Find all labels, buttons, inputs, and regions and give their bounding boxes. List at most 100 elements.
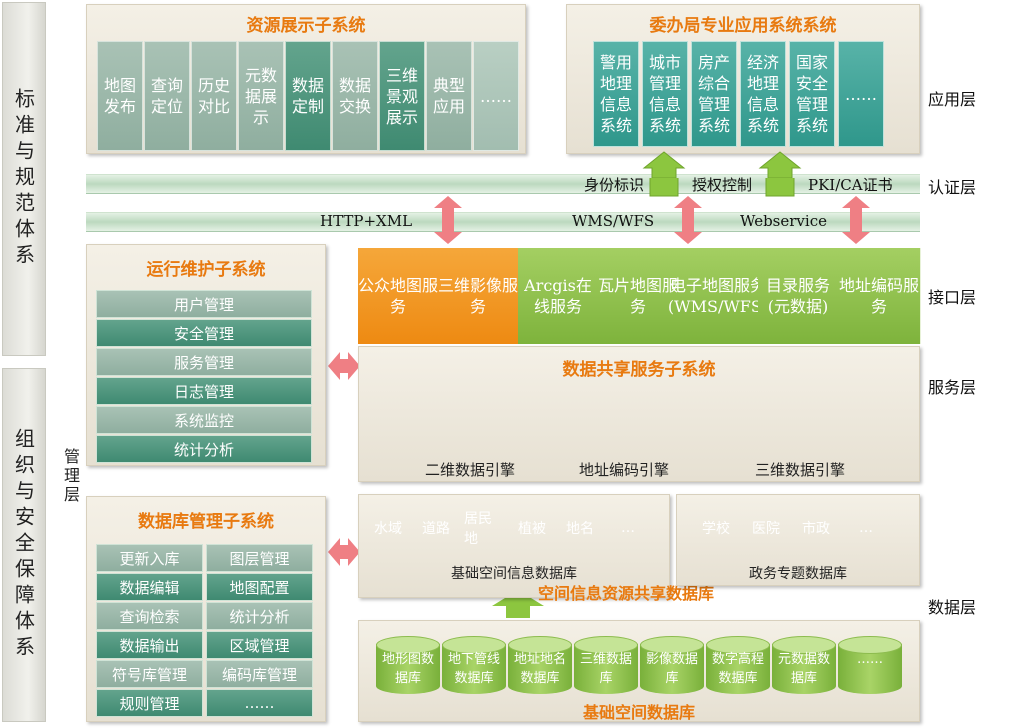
bureau-app-panel: 委办局专业应用系统系统 警用地理信息系统城市管理信息系统房产综合管理系统经济地理… xyxy=(566,4,920,154)
standards-label: 标准与规范体系 xyxy=(11,88,36,270)
database-label: 影像数据库 xyxy=(645,652,698,686)
layer-data: 数据层 xyxy=(928,598,977,617)
dbm-right-item: 统计分析 xyxy=(206,602,313,630)
gov-item: … xyxy=(846,508,886,548)
bureau-tile: 城市管理信息系统 xyxy=(642,41,688,147)
gov-item: 学校 xyxy=(696,508,736,548)
bureau-tile: …… xyxy=(838,41,884,147)
spatial-label: 基础空间信息数据库 xyxy=(451,566,577,582)
management-layer-label: 管理层 xyxy=(61,448,80,505)
dbm-left-item: 规则管理 xyxy=(96,689,203,717)
dbm-left-item: 符号库管理 xyxy=(96,660,203,688)
layer-service: 服务层 xyxy=(928,378,977,397)
service-cell: 地址编码服务 xyxy=(838,248,921,344)
ops-item: 安全管理 xyxy=(96,319,312,347)
database-cylinder: 三维数据库 xyxy=(574,636,638,694)
standards-band: 标准与规范体系 xyxy=(2,2,46,356)
database-cylinder: …… xyxy=(838,636,902,694)
dbm-left-item: 数据输出 xyxy=(96,631,203,659)
resource-tile: 典型应用 xyxy=(426,41,472,151)
dbm-right-item: 地图配置 xyxy=(206,573,313,601)
pink-horizontal-arrow xyxy=(328,352,360,566)
service-cell: 目录服务(元数据) xyxy=(758,248,839,344)
service-cell: 三维影像服务 xyxy=(438,248,519,344)
dbm-right-item: …… xyxy=(206,689,313,717)
service-cell: 瓦片地图服务 xyxy=(598,248,679,344)
resource-tile: 三维景观展示 xyxy=(379,41,425,151)
dbm-left-item: 查询检索 xyxy=(96,602,203,630)
dbm-right-item: 图层管理 xyxy=(206,544,313,572)
spatial-item: 道路 xyxy=(416,508,456,548)
ops-item: 日志管理 xyxy=(96,377,312,405)
database-cylinder: 数字高程数据库 xyxy=(706,636,770,694)
resource-tile: 数据定制 xyxy=(285,41,331,151)
service-cell: 公众地图服务 xyxy=(358,248,439,344)
ops-item: 系统监控 xyxy=(96,406,312,434)
auth-label-id: 身份标识 xyxy=(584,176,645,194)
service-cell: Arcgis在线服务 xyxy=(518,248,599,344)
auth-label-pki: PKI/CA证书 xyxy=(808,176,893,194)
gov-label: 政务专题数据库 xyxy=(749,566,847,582)
database-cylinder: 地下管线数据库 xyxy=(442,636,506,694)
resource-tile: 地图发布 xyxy=(97,41,143,151)
resource-tile: …… xyxy=(473,41,519,151)
gov-item: 医院 xyxy=(746,508,786,548)
database-label: …… xyxy=(857,652,883,667)
database-label: 数字高程数据库 xyxy=(711,652,764,686)
dbm-right-item: 区域管理 xyxy=(206,631,313,659)
bureau-tile: 房产综合管理系统 xyxy=(691,41,737,147)
resource-tile: 查询定位 xyxy=(144,41,190,151)
dbm-title: 数据库管理子系统 xyxy=(138,512,274,532)
database-cylinder: 元数据数据库 xyxy=(772,636,836,694)
ops-item: 统计分析 xyxy=(96,435,312,463)
database-label: 三维数据库 xyxy=(579,652,632,686)
database-label: 元数据数据库 xyxy=(777,652,830,686)
security-band: 组织与安全保障体系 xyxy=(2,368,46,722)
shared-db-title: 空间信息资源共享数据库 xyxy=(538,584,715,603)
resource-display-panel: 资源展示子系统 地图发布查询定位历史对比元数据展示数据定制数据交换三维景观展示典… xyxy=(86,4,526,154)
auth-band xyxy=(86,174,920,194)
resource-tile: 元数据展示 xyxy=(238,41,284,151)
spatial-item: … xyxy=(608,508,648,548)
database-cylinder: 地址地名数据库 xyxy=(508,636,572,694)
service-cell: 电子地图服务(WMS/WFS) xyxy=(668,248,768,344)
database-label: 地址地名数据库 xyxy=(513,652,566,686)
spatial-item: 水域 xyxy=(368,508,408,548)
dbm-left-item: 数据编辑 xyxy=(96,573,203,601)
spatial-item: 地名 xyxy=(560,508,600,548)
spatial-item: 植被 xyxy=(512,508,552,548)
bureau-title: 委办局专业应用系统系统 xyxy=(649,16,837,36)
resource-title: 资源展示子系统 xyxy=(246,16,366,36)
bureau-tile: 警用地理信息系统 xyxy=(593,41,639,147)
spatial-item: 居民地 xyxy=(464,508,504,548)
database-label: 地形图数据库 xyxy=(381,652,434,686)
proto-wms: WMS/WFS xyxy=(572,212,655,230)
dbm-right-item: 编码库管理 xyxy=(206,660,313,688)
layer-auth: 认证层 xyxy=(928,178,977,197)
data-share-panel: 数据共享服务子系统 二维数据引擎 地址编码引擎 三维数据引擎 xyxy=(358,346,920,482)
layer-interface: 接口层 xyxy=(928,288,977,307)
dbm-left-item: 更新入库 xyxy=(96,544,203,572)
layer-app: 应用层 xyxy=(928,90,977,109)
proto-webservice: Webservice xyxy=(740,212,827,230)
resource-tile: 历史对比 xyxy=(191,41,237,151)
database-cylinder: 影像数据库 xyxy=(640,636,704,694)
ops-title: 运行维护子系统 xyxy=(146,260,266,280)
auth-label-access: 授权控制 xyxy=(692,176,753,194)
security-label: 组织与安全保障体系 xyxy=(11,428,36,662)
protocol-band xyxy=(86,212,920,232)
bureau-tile: 经济地理信息系统 xyxy=(740,41,786,147)
bureau-tile: 国家安全管理系统 xyxy=(789,41,835,147)
base-db-title: 基础空间数据库 xyxy=(582,703,695,722)
ops-item: 用户管理 xyxy=(96,290,312,318)
engine-address: 地址编码引擎 xyxy=(579,461,670,479)
engine-2d: 二维数据引擎 xyxy=(425,461,516,479)
database-cylinder: 地形图数据库 xyxy=(376,636,440,694)
resource-tile: 数据交换 xyxy=(332,41,378,151)
ops-item: 服务管理 xyxy=(96,348,312,376)
database-label: 地下管线数据库 xyxy=(447,652,500,686)
proto-http: HTTP+XML xyxy=(320,212,413,230)
engine-3d: 三维数据引擎 xyxy=(755,461,846,479)
gov-item: 市政 xyxy=(796,508,836,548)
